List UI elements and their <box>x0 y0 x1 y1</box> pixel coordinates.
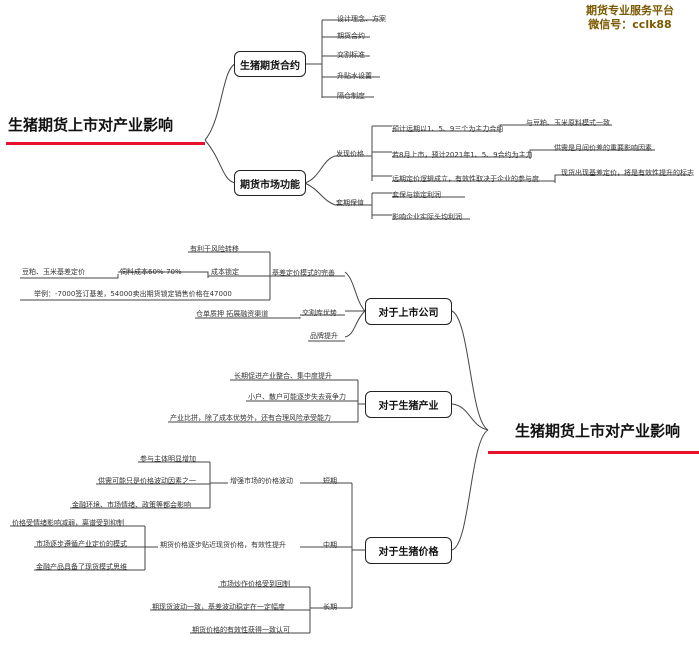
watermark-line-2: 微信号：cclk88 <box>588 18 672 31</box>
watermark: 期货专业服务平台 微信号：cclk88 <box>586 4 674 32</box>
mid-term-item: 价格受情绪影响减弱，离谱受到抑制 <box>12 519 124 527</box>
long-term-label: 长期 <box>323 603 337 611</box>
price-discovery-tail: 与豆粕、玉米原料模式一致 <box>526 119 610 127</box>
industry-item: 产业比拼，除了成本优势外，还有合理风险承受能力 <box>170 414 331 422</box>
delivery-label: 交割库优势 <box>302 309 337 317</box>
brand-boost: 品牌提升 <box>310 332 338 340</box>
contract-item: 升贴水设置 <box>337 72 372 80</box>
short-term-sub: 增强市场的价格波动 <box>230 477 293 485</box>
watermark-line-1: 期货专业服务平台 <box>586 4 674 17</box>
node-listed-companies[interactable]: 对于上市公司 <box>365 298 452 325</box>
price-discovery-tail: 供需是月间价差的重要影响因素 <box>554 144 652 152</box>
soy-corn-basis: 豆粕、玉米基差定价 <box>22 268 85 276</box>
long-term-item: 期货价格的有效性获得一致认可 <box>192 626 290 634</box>
risk-transfer: 有利于风险转移 <box>190 245 239 253</box>
basis-example: 举例：-7000签订基差，54000卖出期货锁定销售价格在47000 <box>34 290 232 298</box>
price-discovery-label: 发现价格 <box>336 150 364 158</box>
contract-item: 设计理念、方案 <box>337 15 386 23</box>
mid-term-item: 市场逐步遵循产业定价的模式 <box>36 540 127 548</box>
long-term-item: 期现货波动一致，基差波动稳定在一定幅度 <box>152 603 285 611</box>
contract-item: 期货合约 <box>337 32 365 40</box>
root-title-top: 生猪期货上市对产业影响 <box>8 116 174 134</box>
basis-pricing-label: 基差定价模式的完善 <box>272 269 335 277</box>
price-discovery-item: 预计远期以1、5、9三个为主力合约 <box>392 125 504 133</box>
contract-item: 交割标准 <box>337 51 365 59</box>
hedging-label: 套期保值 <box>336 199 364 207</box>
price-discovery-item: 若8月上市，预计2021年1、5、9合约为主力 <box>392 151 533 159</box>
price-discovery-item: 远期定价逻辑成立，有效性取决于企业的参与度 <box>392 175 539 183</box>
mid-term-item: 金融产品具备了现货模式思维 <box>36 563 127 571</box>
node-industry[interactable]: 对于生猪产业 <box>365 391 452 418</box>
short-term-item: 参与主体明显增加 <box>140 455 196 463</box>
node-price[interactable]: 对于生猪价格 <box>365 537 452 564</box>
hedging-item: 影响企业实际头均利润 <box>392 213 462 221</box>
mid-term-sub: 期货价格逐步贴近现货价格，有效性提升 <box>160 541 286 549</box>
mid-term-label: 中期 <box>323 541 337 549</box>
short-term-item: 金融环境、市场情绪、政策等都会影响 <box>72 501 191 509</box>
delivery-item: 仓单质押 拓展融资渠道 <box>196 310 269 318</box>
price-discovery-tail: 现货出现基差定价，将是有效性提升的标志 <box>561 169 694 177</box>
cost-lock: 成本锁定 <box>211 268 239 276</box>
node-market-function[interactable]: 期货市场功能 <box>234 170 306 196</box>
industry-item: 小户、散户可能逐步失去竞争力 <box>248 393 346 401</box>
root-title-bottom: 生猪期货上市对产业影响 <box>515 422 681 440</box>
node-contract[interactable]: 生猪期货合约 <box>234 51 306 77</box>
contract-item: 隔仓制度 <box>337 92 365 100</box>
short-term-item: 供需可能只是价格波动因素之一 <box>98 477 196 485</box>
industry-item: 长期促进产业整合、集中度提升 <box>234 372 332 380</box>
short-term-label: 短期 <box>323 477 337 485</box>
feed-cost: 饲料成本60%-70% <box>120 268 182 276</box>
hedging-item: 套保与锁定利润 <box>392 191 441 199</box>
long-term-item: 市场炒作价格受到回制 <box>220 580 290 588</box>
